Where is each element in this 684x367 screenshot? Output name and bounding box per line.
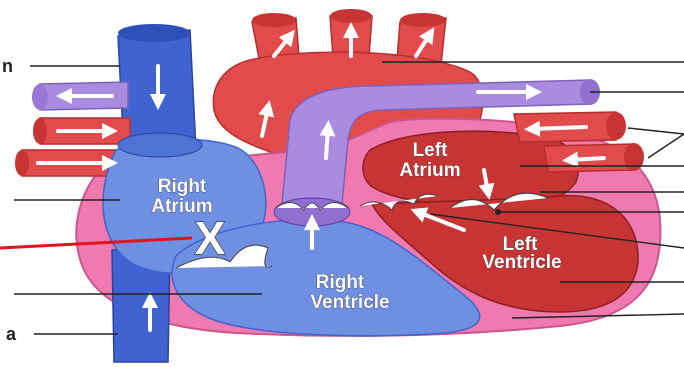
left-atrium-label-line2: Atrium — [399, 160, 460, 181]
x-marker: X — [195, 212, 226, 264]
right-ventricle-label-line1: Right — [316, 272, 365, 293]
left-atrium-label-line1: Left — [413, 140, 449, 161]
cut-label-top-left: n — [2, 56, 13, 76]
right-atrium-label-line1: Right — [158, 176, 207, 197]
right-ventricle-label-line2: Ventricle — [310, 292, 389, 313]
cut-label-bottom-left: a — [6, 324, 17, 344]
right-atrium-label-line2: Atrium — [151, 196, 212, 217]
left-ventricle-label-line2: Ventricle — [482, 252, 561, 273]
left-atrium — [363, 131, 578, 207]
